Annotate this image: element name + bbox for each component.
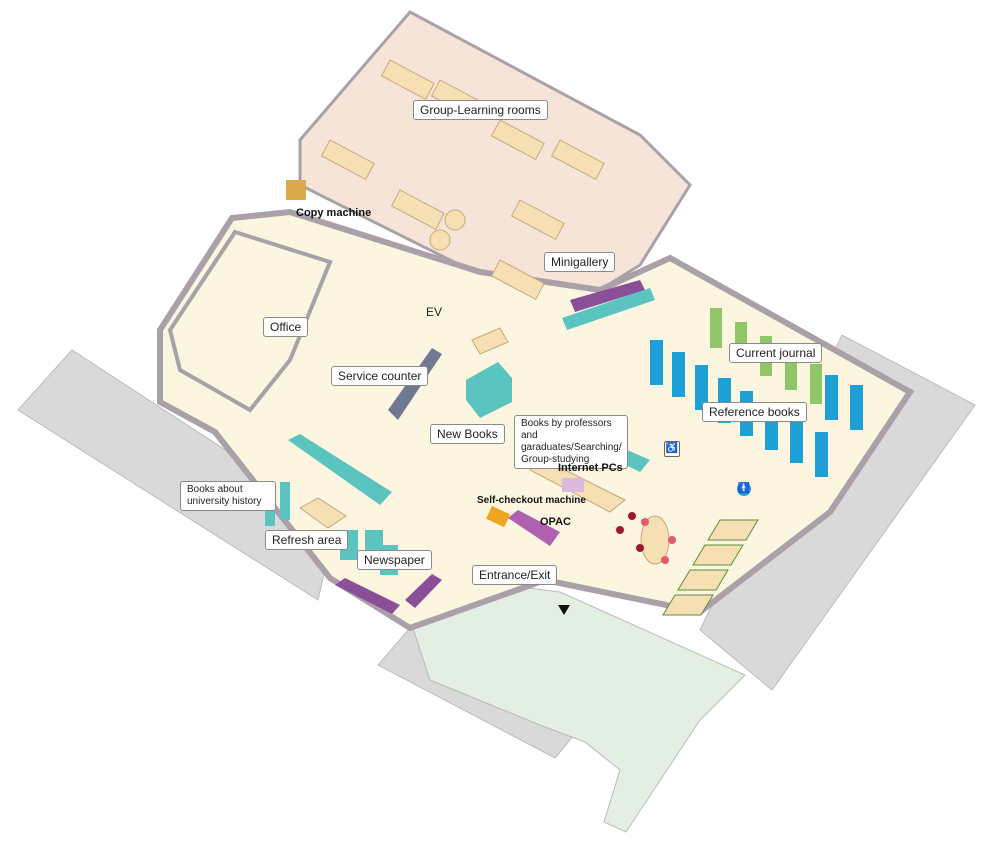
new-books-shelf bbox=[466, 362, 512, 418]
label-current-journal: Current journal bbox=[729, 343, 823, 363]
refresh-table bbox=[299, 497, 347, 529]
label-reference-books: Reference books bbox=[702, 402, 807, 422]
label-opac: OPAC bbox=[540, 516, 571, 528]
office-room bbox=[167, 229, 333, 413]
label-ev: EV bbox=[426, 305, 443, 319]
label-new-books: New Books bbox=[430, 424, 505, 444]
label-internet-pcs: Internet PCs bbox=[558, 462, 623, 474]
newspaper-shelf bbox=[335, 578, 400, 614]
internet-pc bbox=[562, 478, 584, 492]
label-books-by-professors: Books by professors and garaduates/Searc… bbox=[514, 415, 628, 469]
self-checkout-machine bbox=[486, 506, 511, 528]
study-desks bbox=[662, 519, 759, 616]
opac-terminal bbox=[508, 510, 560, 546]
label-copy-machine: Copy machine bbox=[296, 207, 372, 219]
newspaper-shelf-2 bbox=[405, 574, 442, 608]
entrance-arrow-icon bbox=[558, 605, 570, 615]
label-books-about-university-history: Books about university history bbox=[180, 481, 276, 511]
minigallery-case bbox=[562, 288, 655, 330]
label-self-checkout-machine: Self-checkout machine bbox=[477, 495, 586, 506]
group-room-tables bbox=[320, 59, 605, 301]
minigallery-shelf bbox=[570, 280, 645, 312]
wheelchair-icon: ♿ bbox=[664, 441, 680, 457]
garden-area bbox=[411, 577, 746, 833]
label-office: Office bbox=[263, 317, 309, 337]
teal-shelf-left bbox=[288, 434, 392, 505]
label-entrance-exit: Entrance/Exit bbox=[472, 565, 558, 585]
copy-machine bbox=[286, 180, 306, 200]
label-group-learning-rooms: Group-Learning rooms bbox=[413, 100, 548, 120]
label-service-counter: Service counter bbox=[331, 366, 429, 386]
label-refresh-area: Refresh area bbox=[265, 530, 349, 550]
label-minigallery: Minigallery bbox=[544, 252, 616, 272]
seats bbox=[616, 512, 676, 564]
restroom-icon: 🚹 bbox=[737, 482, 751, 496]
label-newspaper: Newspaper bbox=[357, 550, 432, 570]
ref-table bbox=[471, 327, 509, 355]
